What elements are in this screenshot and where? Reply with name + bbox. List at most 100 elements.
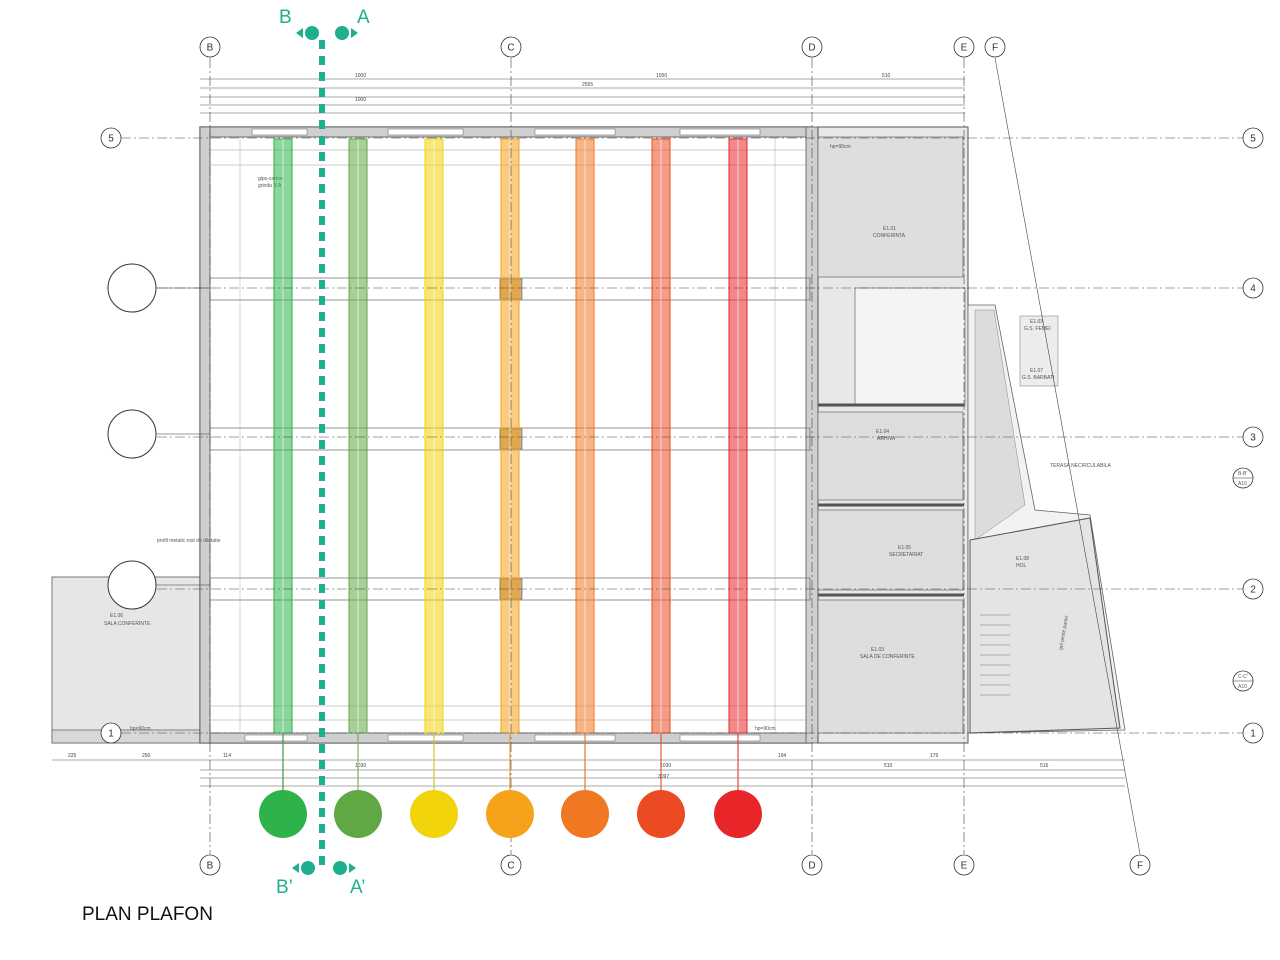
terrace-zone: E1.03 G.S. FEMEI E1.07 G.S. BARBATI TERA… bbox=[967, 304, 1126, 734]
room-name-hol: HOL bbox=[1016, 563, 1027, 569]
dim-bottom-3: 114 bbox=[223, 753, 231, 759]
room-id-e107: E1.07 bbox=[1030, 368, 1043, 374]
grid-bubble-B-bottom bbox=[199, 854, 221, 876]
grid-bubble-row-5-left bbox=[100, 127, 122, 149]
bottom-dimension-chains bbox=[52, 759, 1125, 787]
grid-label-C-bottom: C bbox=[507, 861, 514, 872]
grinda-note: grinda B.A bbox=[258, 183, 282, 189]
grid-label-B-bottom: B bbox=[207, 861, 214, 872]
grid-label-E-bottom: E bbox=[961, 861, 968, 872]
bottom-dimension-labels: 225 250 114 1030 1030 194 510 179 516 30… bbox=[68, 753, 1049, 780]
room-id-e105: E1.05 bbox=[898, 545, 911, 551]
room-name-secretariat: SECRETARIAT bbox=[889, 552, 923, 558]
dim-bottom-9: 516 bbox=[1040, 763, 1049, 769]
ref-bb: B-B' bbox=[1238, 471, 1247, 477]
dim-bottom-5: 1030 bbox=[660, 763, 671, 769]
grid-bubble-row-4-right bbox=[1242, 277, 1264, 299]
grid-bubble-C-top bbox=[500, 36, 522, 58]
hp-top-note: hp=90cm bbox=[830, 144, 851, 150]
dim-bottom-4: 1030 bbox=[355, 763, 366, 769]
dim-top-3: 510 bbox=[882, 73, 891, 79]
section-refs: B-B' A10 C-C' A10 bbox=[1232, 467, 1254, 692]
grid-label-row-1-left: 1 bbox=[108, 729, 114, 740]
grid-label-row-4-right: 4 bbox=[1250, 284, 1256, 295]
color-legend bbox=[259, 733, 762, 838]
grid-bubble-row-3-right bbox=[1242, 426, 1264, 448]
grid-bubble-F-bottom bbox=[1129, 854, 1151, 876]
hp-bottom-note: hp=90cm bbox=[755, 726, 776, 732]
dim-bottom-6: 194 bbox=[778, 753, 787, 759]
grid-label-E-top: E bbox=[961, 43, 968, 54]
dim-bottom-1: 225 bbox=[68, 753, 77, 759]
dim-bottom-2: 250 bbox=[142, 753, 151, 759]
section-label-a-prime: A’ bbox=[350, 877, 365, 898]
room-id-e108: E1.08 bbox=[1016, 556, 1029, 562]
gips-note: gips-carton bbox=[258, 176, 283, 182]
ref-cc-sheet: A10 bbox=[1238, 684, 1247, 690]
legend-circle-4 bbox=[486, 790, 534, 838]
grid-label-row-1-right: 1 bbox=[1250, 729, 1256, 740]
room-name-sala-de-conferinte: SALA DE CONFERINTE bbox=[860, 654, 915, 660]
plan-title: PLAN PLAFON bbox=[82, 904, 213, 925]
main-hall: gips-carton grinda B.A profil metalic ro… bbox=[157, 126, 819, 744]
section-cut-line: B A B’ A’ bbox=[276, 7, 370, 898]
legend-circle-5 bbox=[561, 790, 609, 838]
service-zone: E1.01 CONFERINTA E1.04 ARHIVA E1.05 SECR… bbox=[817, 126, 969, 744]
dim-top-4: 2555 bbox=[582, 82, 593, 88]
grid-bubble-B-top bbox=[199, 36, 221, 58]
grid-label-row-3-right: 3 bbox=[1250, 433, 1256, 444]
top-dimension-chains bbox=[200, 78, 965, 114]
room-name-sala-conferinte: SALA CONFERINTE bbox=[104, 621, 151, 627]
left-markers bbox=[107, 263, 210, 610]
legend-circle-2 bbox=[334, 790, 382, 838]
legend-circle-1 bbox=[259, 790, 307, 838]
section-label-b-prime: B’ bbox=[276, 877, 293, 898]
grid-bubble-F-top bbox=[984, 36, 1006, 58]
room-name-gs-femei: G.S. FEMEI bbox=[1024, 326, 1051, 332]
dim-top-5: 1050 bbox=[656, 73, 667, 79]
legend-circle-7 bbox=[714, 790, 762, 838]
grid-label-D-bottom: D bbox=[808, 861, 815, 872]
grid-label-F-bottom: F bbox=[1137, 861, 1143, 872]
grid-bubble-row-1-left bbox=[100, 722, 122, 744]
ref-cc: C-C' bbox=[1238, 674, 1248, 680]
top-dimension-labels: 1000 1000 510 2555 1050 bbox=[355, 73, 891, 103]
room-id-e104: E1.04 bbox=[876, 429, 889, 435]
grid-bubble-row-1-right bbox=[1242, 722, 1264, 744]
section-label-b: B bbox=[279, 7, 292, 28]
grid-label-C-top: C bbox=[507, 43, 514, 54]
grid-label-row-5-right: 5 bbox=[1250, 134, 1256, 145]
dim-top-2: 1000 bbox=[355, 97, 366, 103]
profil-note: profil metalic rost de dilatatie bbox=[157, 538, 221, 544]
legend-circle-3 bbox=[410, 790, 458, 838]
section-label-a: A bbox=[357, 7, 370, 28]
hp-left-note: hp=90cm bbox=[130, 726, 151, 732]
grid-bubble-E-top bbox=[953, 36, 975, 58]
room-id-e106: E1.06 bbox=[110, 613, 123, 619]
room-id-e101: E1.01 bbox=[883, 226, 896, 232]
grid-bubble-E-bottom bbox=[953, 854, 975, 876]
room-name-conferinta: CONFERINTA bbox=[873, 233, 906, 239]
room-id-e103: E1.03 bbox=[1030, 319, 1043, 325]
grid-line-F bbox=[994, 57, 1141, 855]
grid-label-D-top: D bbox=[808, 43, 815, 54]
grid-label-F-top: F bbox=[992, 43, 998, 54]
grid-label-B-top: B bbox=[207, 43, 214, 54]
grid-label-row-5-left: 5 bbox=[108, 134, 114, 145]
grid-bubble-C-bottom bbox=[500, 854, 522, 876]
room-name-gs-barbati: G.S. BARBATI bbox=[1022, 375, 1054, 381]
dim-bottom-10: 3097 bbox=[658, 774, 669, 780]
dim-bottom-8: 179 bbox=[930, 753, 939, 759]
grid-bubble-row-5-right bbox=[1242, 127, 1264, 149]
room-id-e103b: E1.03 bbox=[871, 647, 884, 653]
ceiling-color-strips bbox=[273, 138, 748, 734]
grid-bubble-row-2-right bbox=[1242, 578, 1264, 600]
dim-bottom-7: 510 bbox=[884, 763, 893, 769]
terrace-note: TERASA NECIRCULABILA bbox=[1050, 463, 1112, 469]
room-name-arhiva: ARHIVA bbox=[877, 436, 896, 442]
ref-bb-sheet: A10 bbox=[1238, 481, 1247, 487]
legend-circle-6 bbox=[637, 790, 685, 838]
grid-bubble-D-top bbox=[801, 36, 823, 58]
